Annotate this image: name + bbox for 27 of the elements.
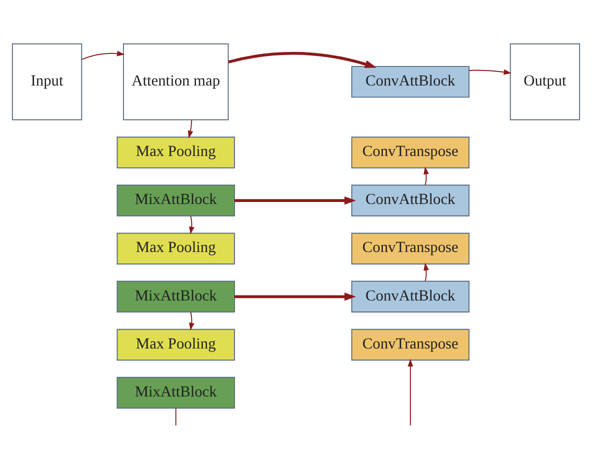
node-box: ConvAttBlock bbox=[351, 66, 470, 98]
arrow bbox=[189, 312, 194, 331]
node-box: ConvTranspose bbox=[351, 232, 470, 264]
node-box: Attention map bbox=[122, 43, 229, 120]
arrow bbox=[188, 119, 194, 138]
node-box: MixAttBlock bbox=[116, 376, 235, 409]
arrow bbox=[189, 216, 194, 234]
arrow bbox=[81, 50, 125, 60]
arrow bbox=[424, 166, 429, 186]
node-box: ConvTranspose bbox=[351, 328, 470, 361]
arrow bbox=[424, 262, 429, 282]
node-box: Max Pooling bbox=[116, 328, 235, 361]
node-box: Max Pooling bbox=[116, 232, 235, 264]
node-box: MixAttBlock bbox=[116, 280, 235, 313]
node-box: Max Pooling bbox=[116, 136, 235, 168]
arrow bbox=[228, 52, 377, 68]
connector bbox=[175, 408, 176, 426]
node-box: Output bbox=[510, 43, 580, 120]
node-box: ConvAttBlock bbox=[351, 280, 470, 313]
arrow bbox=[468, 69, 512, 75]
node-box: MixAttBlock bbox=[116, 184, 235, 216]
node-box: ConvAttBlock bbox=[351, 184, 470, 216]
arrow bbox=[234, 196, 356, 205]
node-box: ConvTranspose bbox=[351, 136, 470, 168]
arrow bbox=[234, 292, 356, 301]
node-box: Input bbox=[12, 43, 82, 120]
arrow bbox=[408, 358, 414, 426]
